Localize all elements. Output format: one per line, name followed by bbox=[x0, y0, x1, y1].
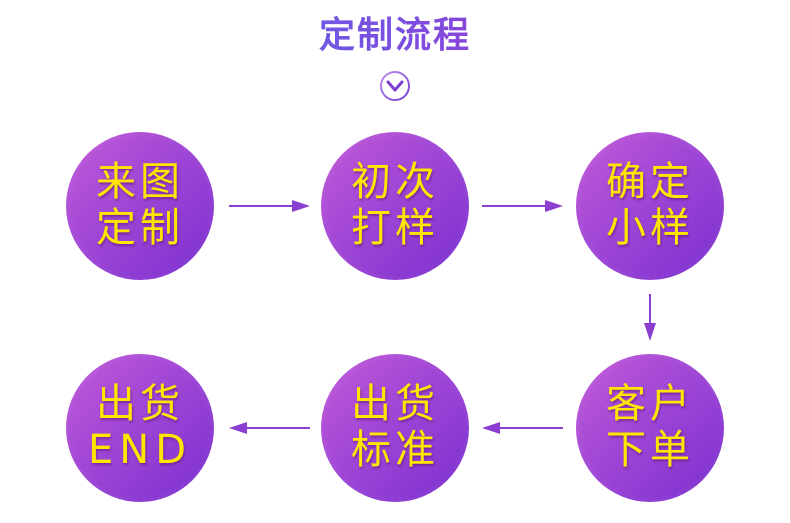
step-node-3: 确定 小样 bbox=[576, 132, 724, 280]
arrow-step4-to-step5 bbox=[482, 422, 563, 434]
step-2-line-2: 打样 bbox=[351, 205, 439, 251]
step-4-line-2: 下单 bbox=[606, 427, 694, 473]
step-2-line-1: 初次 bbox=[351, 159, 439, 205]
step-3-line-1: 确定 bbox=[606, 159, 694, 205]
step-6-line-2: END bbox=[88, 427, 192, 473]
step-5-line-1: 出货 bbox=[351, 381, 439, 427]
step-5-line-2: 标准 bbox=[351, 427, 439, 473]
arrow-step1-to-step2 bbox=[229, 200, 310, 212]
step-3-line-2: 小样 bbox=[606, 205, 694, 251]
step-node-4: 客户 下单 bbox=[576, 354, 724, 502]
arrow-step2-to-step3 bbox=[482, 200, 563, 212]
step-1-line-1: 来图 bbox=[96, 159, 184, 205]
step-node-2: 初次 打样 bbox=[321, 132, 469, 280]
chevron-down-icon bbox=[380, 71, 410, 101]
step-node-1: 来图 定制 bbox=[66, 132, 214, 280]
step-4-line-1: 客户 bbox=[606, 381, 694, 427]
page-title: 定制流程 bbox=[0, 14, 790, 58]
arrow-step5-to-step6 bbox=[229, 422, 310, 434]
step-node-6: 出货 END bbox=[66, 354, 214, 502]
step-6-line-1: 出货 bbox=[96, 381, 184, 427]
step-1-line-2: 定制 bbox=[96, 205, 184, 251]
step-node-5: 出货 标准 bbox=[321, 354, 469, 502]
arrow-step3-to-step4 bbox=[644, 294, 656, 341]
